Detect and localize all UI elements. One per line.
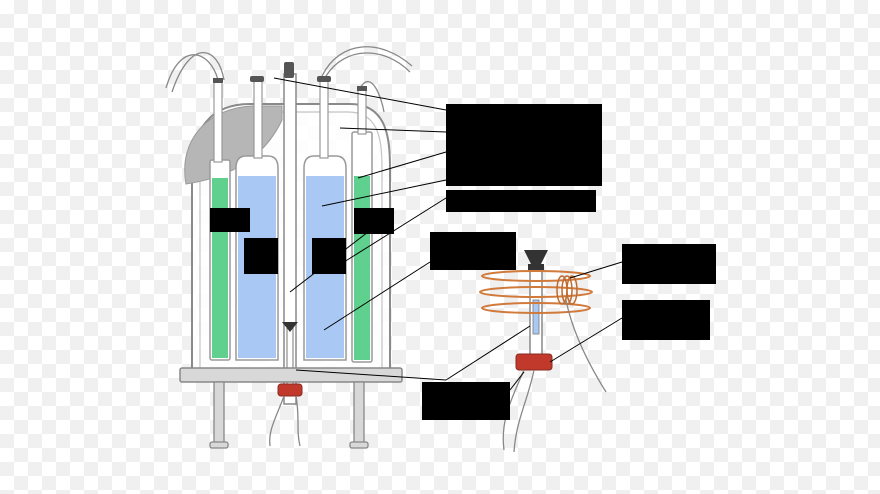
- copper-heating-coil: [479, 270, 593, 314]
- label-box-mid: [430, 232, 516, 270]
- bottom-wires-main: [269, 395, 301, 447]
- right-blue-compartment: [303, 79, 347, 361]
- label-box-right-large: [446, 104, 602, 186]
- label-box-left-blue: [244, 238, 278, 274]
- label-box-bottom: [422, 382, 510, 420]
- label-boxes: [210, 104, 716, 420]
- label-box-right-strip: [446, 190, 596, 198]
- label-box-right-blue: [312, 238, 346, 274]
- top-tubing: [165, 46, 413, 113]
- left-thin-tube: [213, 81, 223, 163]
- detail-wires: [502, 299, 607, 453]
- red-seal-detail: [515, 353, 553, 371]
- label-box-right-green: [354, 208, 394, 234]
- tube-caps: [213, 62, 367, 91]
- label-box-left-green: [210, 208, 250, 232]
- label-box-right-lower: [446, 196, 596, 212]
- central-electrode: [282, 73, 298, 405]
- support-legs: [209, 381, 369, 449]
- leader-lines: [273, 77, 623, 391]
- red-seal-main: [277, 383, 303, 397]
- label-box-coil-top: [622, 244, 716, 284]
- base-plate: [179, 367, 403, 383]
- left-green-tube: [209, 159, 231, 361]
- label-box-coil-bottom: [622, 300, 710, 340]
